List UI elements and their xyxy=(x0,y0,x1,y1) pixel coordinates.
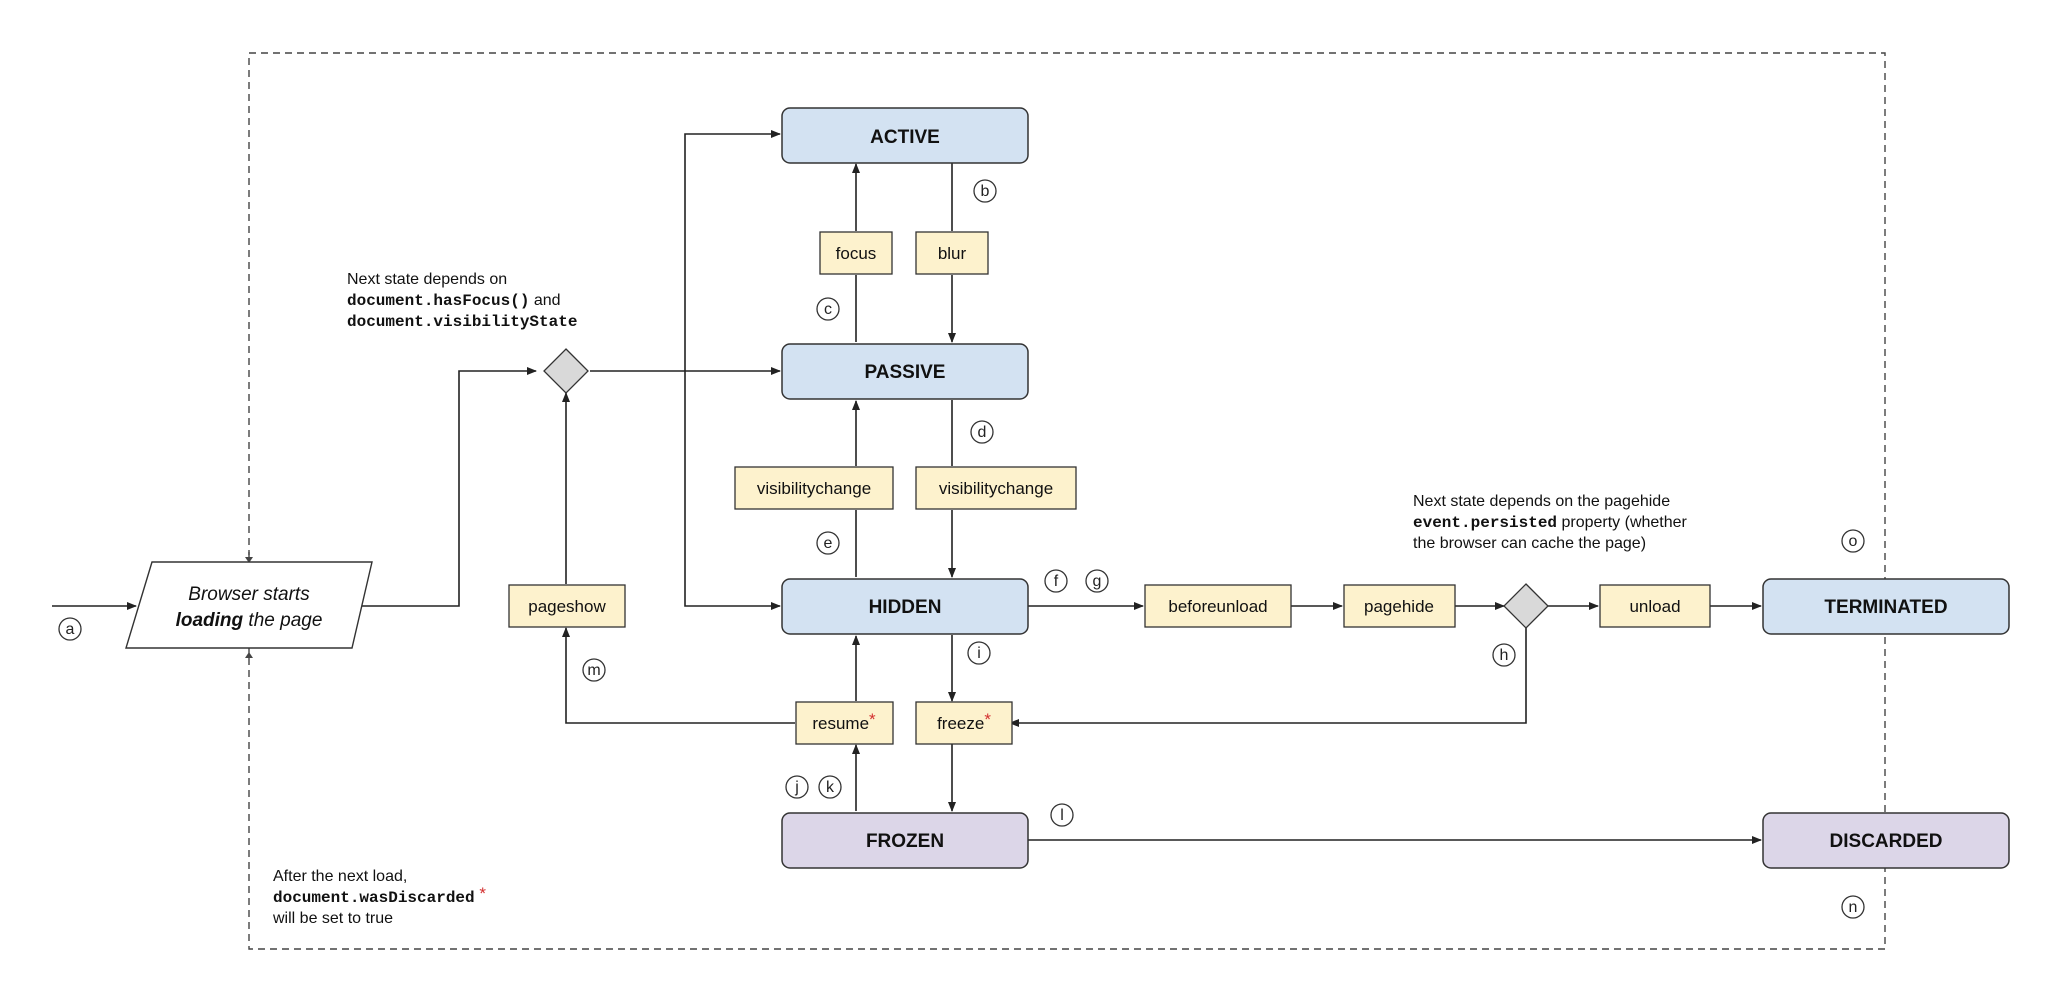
note-discard-code: document.wasDiscarded xyxy=(273,889,475,907)
event-focus-label: focus xyxy=(836,244,877,263)
state-active-label: ACTIVE xyxy=(870,127,940,148)
marker-i: i xyxy=(977,645,981,662)
note-discard-line3: will be set to true xyxy=(272,910,393,927)
event-unload: unload xyxy=(1599,584,1711,628)
marker-a: a xyxy=(66,621,75,638)
event-freeze-star: * xyxy=(984,710,991,729)
start-line1: Browser starts xyxy=(188,584,310,605)
event-focus: focus xyxy=(819,231,893,275)
marker-c: c xyxy=(824,301,832,318)
decision-diamond-focus xyxy=(543,348,589,394)
note-pagehide-persisted: Next state depends on the pagehide event… xyxy=(1413,493,1688,552)
note-focus-visibility: Next state depends on document.hasFocus(… xyxy=(347,271,577,331)
start-rest: the page xyxy=(243,610,322,631)
event-visibilitychange-up: visibilitychange xyxy=(734,466,894,510)
marker-d: d xyxy=(978,424,987,441)
marker-g: g xyxy=(1093,573,1102,590)
state-terminated-label: TERMINATED xyxy=(1824,597,1947,618)
event-visibilitychange-up-label: visibilitychange xyxy=(757,479,871,498)
note-discard-line1: After the next load, xyxy=(273,868,407,885)
marker-j: j xyxy=(794,779,799,796)
event-blur-label: blur xyxy=(938,244,967,263)
state-hidden: HIDDEN xyxy=(781,578,1029,635)
note-focus-line1: Next state depends on xyxy=(347,271,507,288)
note-pagehide-line1: Next state depends on the pagehide xyxy=(1413,493,1670,510)
marker-f: f xyxy=(1054,573,1059,590)
note-pagehide-code: event.persisted xyxy=(1413,514,1557,532)
svg-text:freeze*: freeze* xyxy=(937,710,991,733)
decision-diamond-persisted xyxy=(1503,583,1549,629)
event-resume: resume* xyxy=(795,701,894,745)
event-beforeunload: beforeunload xyxy=(1144,584,1292,628)
event-pageshow-label: pageshow xyxy=(528,597,606,616)
event-pageshow: pageshow xyxy=(508,584,626,628)
marker-b: b xyxy=(981,183,990,200)
marker-m: m xyxy=(587,662,600,679)
svg-text:document.hasFocus() and: document.hasFocus() and xyxy=(347,292,561,310)
note-focus-rest: and xyxy=(529,292,560,309)
event-unload-label: unload xyxy=(1629,597,1680,616)
event-pagehide-label: pagehide xyxy=(1364,597,1434,616)
event-freeze-label: freeze xyxy=(937,714,984,733)
state-passive-label: PASSIVE xyxy=(865,362,946,383)
svg-text:document.wasDiscarded *: document.wasDiscarded * xyxy=(273,884,486,907)
event-visibilitychange-down-label: visibilitychange xyxy=(939,479,1053,498)
note-focus-code2: document.visibilityState xyxy=(347,313,577,331)
start-bold: loading xyxy=(176,610,244,631)
state-active: ACTIVE xyxy=(781,107,1029,164)
state-discarded: DISCARDED xyxy=(1762,812,2010,869)
reload-boundary xyxy=(248,52,1886,950)
note-discard-star: * xyxy=(475,884,487,903)
svg-text:loading the page: loading the page xyxy=(176,610,323,631)
state-discarded-label: DISCARDED xyxy=(1830,831,1943,852)
event-pagehide: pagehide xyxy=(1343,584,1456,628)
event-visibilitychange-down: visibilitychange xyxy=(915,466,1077,510)
svg-text:event.persisted property (whet: event.persisted property (whether xyxy=(1413,514,1688,532)
marker-e: e xyxy=(824,535,833,552)
browser-starts-loading-node: Browser starts loading the page xyxy=(125,561,373,649)
event-freeze: freeze* xyxy=(915,701,1013,745)
marker-o: o xyxy=(1849,533,1858,550)
event-resume-label: resume xyxy=(812,714,869,733)
note-was-discarded: After the next load, document.wasDiscard… xyxy=(272,868,486,927)
event-resume-star: * xyxy=(869,710,876,729)
note-pagehide-line3: the browser can cache the page) xyxy=(1413,535,1646,552)
marker-l: l xyxy=(1060,807,1064,824)
state-passive: PASSIVE xyxy=(781,343,1029,400)
note-focus-code1: document.hasFocus() xyxy=(347,292,529,310)
note-pagehide-rest: property (whether xyxy=(1557,514,1688,531)
svg-text:resume*: resume* xyxy=(812,710,876,733)
state-hidden-label: HIDDEN xyxy=(869,597,942,618)
marker-h: h xyxy=(1500,647,1509,664)
marker-k: k xyxy=(826,779,835,796)
marker-n: n xyxy=(1849,899,1858,916)
state-terminated: TERMINATED xyxy=(1762,578,2010,635)
event-blur: blur xyxy=(915,231,989,275)
state-frozen: FROZEN xyxy=(781,812,1029,869)
event-beforeunload-label: beforeunload xyxy=(1168,597,1267,616)
state-frozen-label: FROZEN xyxy=(866,831,944,852)
